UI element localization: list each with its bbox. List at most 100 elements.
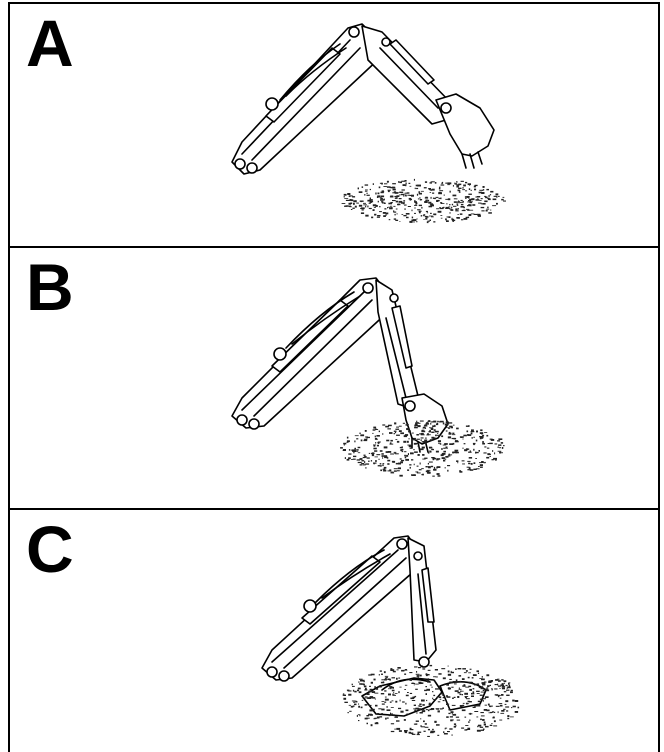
soil-speck xyxy=(404,456,407,459)
soil-speck xyxy=(502,684,505,687)
soil-speck xyxy=(427,472,431,474)
soil-speck xyxy=(383,468,386,470)
soil-speck xyxy=(414,204,418,206)
soil-speck xyxy=(400,710,404,713)
soil-speck xyxy=(365,467,367,469)
soil-speck xyxy=(392,460,396,463)
soil-speck xyxy=(354,690,357,693)
soil-speck xyxy=(415,707,419,710)
soil-speck xyxy=(474,705,476,707)
soil-speck xyxy=(449,716,453,718)
soil-speck xyxy=(443,450,446,453)
soil-speck xyxy=(421,446,425,449)
soil-speck xyxy=(507,717,510,720)
soil-speck xyxy=(418,708,421,711)
soil-speck xyxy=(376,454,381,456)
soil-speck xyxy=(473,462,476,464)
soil-speck xyxy=(405,424,407,426)
soil-speck xyxy=(490,439,495,441)
soil-speck xyxy=(402,184,406,186)
soil-speck xyxy=(405,184,407,187)
soil-speck xyxy=(416,465,419,467)
soil-speck xyxy=(369,696,374,698)
soil-speck xyxy=(374,698,376,700)
soil-speck xyxy=(432,197,435,199)
soil-speck xyxy=(367,199,371,202)
soil-speck xyxy=(385,451,389,453)
soil-speck xyxy=(437,710,440,713)
soil-speck xyxy=(352,458,356,460)
soil-speck xyxy=(448,709,451,711)
soil-speck xyxy=(436,458,441,460)
soil-speck xyxy=(407,692,409,693)
soil-speck xyxy=(346,458,350,461)
soil-speck xyxy=(399,446,403,449)
soil-speck xyxy=(404,684,408,686)
soil-speck xyxy=(375,205,378,207)
soil-speck xyxy=(447,687,451,689)
soil-speck xyxy=(497,678,500,680)
soil-speck xyxy=(505,706,510,708)
soil-speck xyxy=(429,203,431,205)
soil-speck xyxy=(453,198,457,200)
soil-speck xyxy=(437,210,442,213)
soil-speck xyxy=(467,434,469,436)
soil-speck xyxy=(450,427,453,429)
soil-speck xyxy=(479,432,484,434)
soil-speck xyxy=(418,667,421,669)
soil-speck xyxy=(458,687,460,689)
soil-speck xyxy=(385,698,388,701)
soil-speck xyxy=(468,451,472,453)
soil-speck xyxy=(373,444,376,447)
soil-speck xyxy=(396,677,398,680)
soil-speck xyxy=(344,205,348,207)
soil-speck xyxy=(343,193,347,196)
soil-speck xyxy=(441,454,445,456)
soil-speck xyxy=(429,427,432,429)
soil-speck xyxy=(431,431,434,433)
soil-speck xyxy=(475,458,477,459)
soil-speck xyxy=(467,700,470,702)
soil-speck xyxy=(400,193,405,196)
soil-speck xyxy=(360,434,365,437)
soil-speck xyxy=(447,673,452,676)
soil-speck xyxy=(427,669,431,671)
soil-speck xyxy=(445,727,448,729)
soil-pile xyxy=(341,178,506,224)
soil-speck xyxy=(415,184,418,187)
soil-speck xyxy=(393,468,398,470)
soil-speck xyxy=(478,724,482,727)
soil-speck xyxy=(436,199,440,202)
soil-speck xyxy=(408,182,411,184)
soil-speck xyxy=(429,219,431,221)
soil-speck xyxy=(384,183,388,185)
soil-speck xyxy=(381,455,384,457)
soil-speck xyxy=(386,439,390,442)
soil-speck xyxy=(469,469,474,471)
soil-speck xyxy=(416,434,419,436)
soil-speck xyxy=(486,709,490,712)
soil-speck xyxy=(420,718,422,720)
soil-speck xyxy=(501,710,505,712)
soil-speck xyxy=(382,681,385,683)
soil-speck xyxy=(482,689,485,691)
soil-speck xyxy=(484,461,486,464)
soil-speck xyxy=(437,475,441,477)
soil-speck xyxy=(469,201,471,203)
soil-speck xyxy=(474,188,477,191)
soil-speck xyxy=(462,189,465,191)
soil-speck xyxy=(491,688,493,690)
soil-speck xyxy=(484,200,488,203)
soil-speck xyxy=(398,462,401,465)
soil-speck xyxy=(486,434,489,437)
soil-speck xyxy=(353,450,356,452)
soil-speck xyxy=(497,711,499,714)
soil-speck xyxy=(376,429,379,430)
soil-speck xyxy=(354,447,356,450)
soil-speck xyxy=(456,181,458,183)
soil-speck xyxy=(469,198,473,201)
soil-speck xyxy=(429,182,432,184)
soil-speck xyxy=(471,429,474,432)
soil-speck xyxy=(353,451,355,454)
soil-speck xyxy=(438,696,442,698)
